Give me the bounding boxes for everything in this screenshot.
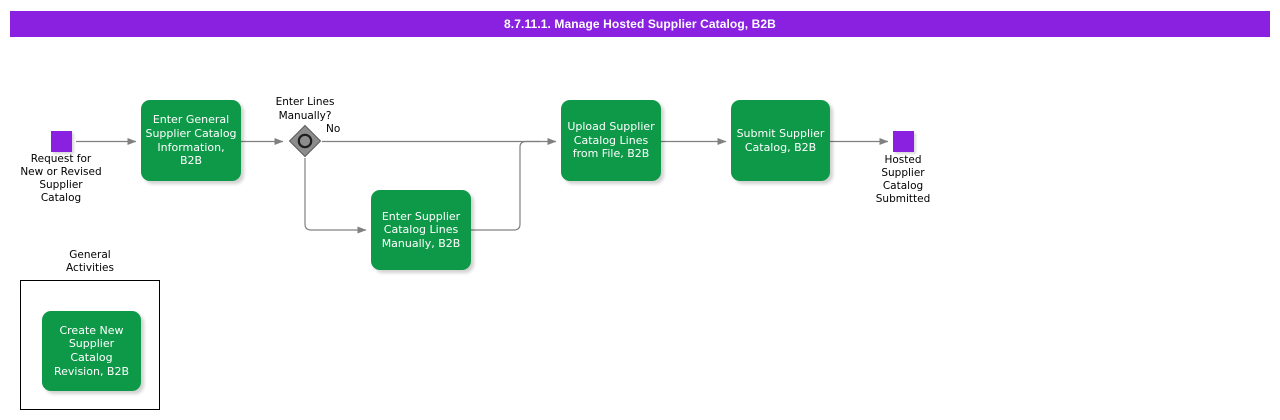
activity-submit-supplier-catalog[interactable]: Submit Supplier Catalog, B2B <box>731 100 830 181</box>
activity-label: Create New Supplier Catalog Revision, B2… <box>53 323 130 378</box>
activity-label: Enter Supplier Catalog Lines Manually, B… <box>381 209 461 250</box>
gateway-branch-label-no: No <box>326 123 341 135</box>
end-event-node[interactable] <box>893 131 914 152</box>
flow-enter-lines-manually-to-upload <box>471 140 540 231</box>
activity-enter-supplier-catalog-lines-manually[interactable]: Enter Supplier Catalog Lines Manually, B… <box>371 190 471 270</box>
page-title: 8.7.11.1. Manage Hosted Supplier Catalog… <box>504 17 776 31</box>
general-activities-group: Create New Supplier Catalog Revision, B2… <box>20 280 160 410</box>
end-event-caption: Hosted Supplier Catalog Submitted <box>875 154 931 205</box>
activity-create-new-supplier-catalog-revision[interactable]: Create New Supplier Catalog Revision, B2… <box>42 311 141 391</box>
activity-label: Enter General Supplier Catalog Informati… <box>145 113 237 168</box>
start-event-node[interactable] <box>51 131 72 152</box>
start-event-caption: Request for New or Revised Supplier Cata… <box>20 153 102 204</box>
flow-gateway-yes-to-enter-lines-manually <box>304 158 367 234</box>
activity-label: Submit Supplier Catalog, B2B <box>736 126 825 154</box>
gateway-enter-lines-manually[interactable] <box>288 124 322 158</box>
activity-label: Upload Supplier Catalog Lines from File,… <box>567 120 655 161</box>
activity-upload-supplier-catalog-lines-from-file[interactable]: Upload Supplier Catalog Lines from File,… <box>561 100 661 181</box>
activity-enter-general-supplier-catalog-information[interactable]: Enter General Supplier Catalog Informati… <box>141 100 241 181</box>
page-title-bar: 8.7.11.1. Manage Hosted Supplier Catalog… <box>10 11 1270 37</box>
gateway-caption: Enter Lines Manually? <box>275 96 335 122</box>
general-activities-title: General Activities <box>66 249 114 274</box>
